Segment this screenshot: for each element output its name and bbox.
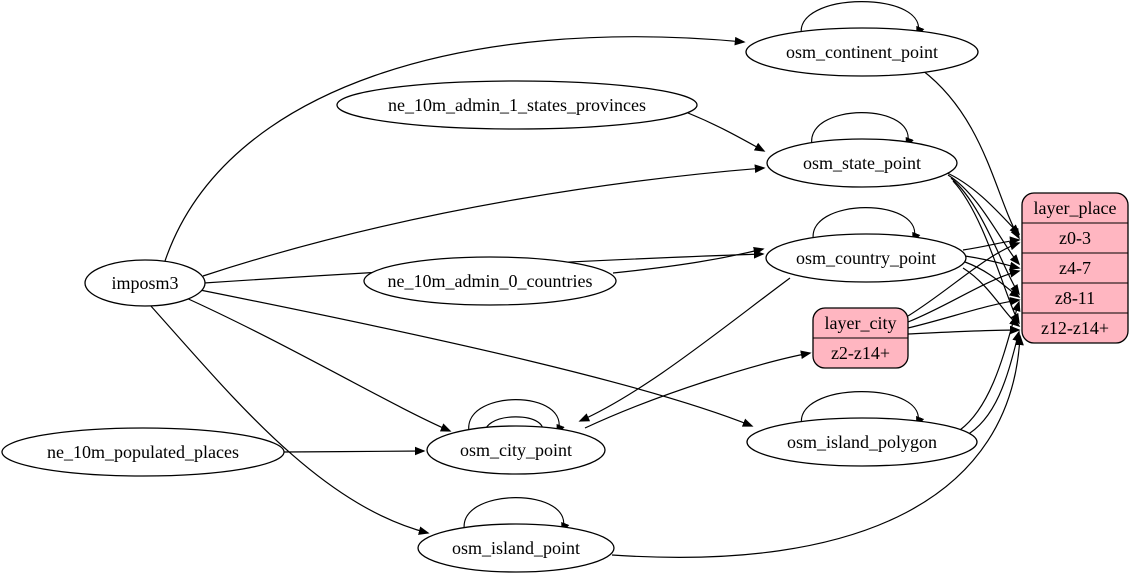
edge-osm_country_point-layer_place-p1 (964, 255, 1021, 271)
edge-osm_country_point-layer_place-p2 (964, 261, 1021, 298)
osm_country_point-shape (765, 233, 967, 283)
ne_10m_admin_0_countries-shape (363, 256, 617, 306)
edge-osm_city_point-layer_city-p0 (584, 350, 812, 429)
self-loop-osm_city_point (468, 399, 565, 436)
osm_country_point-label: osm_country_point (796, 248, 936, 268)
edge-osm_continent_point-layer_place-p0 (921, 69, 1020, 240)
ne_10m_admin_0_countries-label: ne_10m_admin_0_countries (388, 271, 593, 291)
nodes-layer: imposm3 ne_10m_admin_1_states_provincesne… (1, 27, 1129, 573)
osm_state_point-shape (766, 138, 958, 188)
osm_continent_point-shape (745, 27, 979, 77)
layer_city-row-z2-z14+: z2-z14+ (831, 343, 890, 363)
edge-osm_state_point-layer_place-p0 (944, 171, 1021, 236)
imposm3-shape (84, 259, 206, 307)
osm_island_point-shape (417, 523, 615, 573)
edge-layer_city-layer_place-p2 (907, 297, 1021, 329)
osm_city_point-shape (426, 425, 606, 475)
edge-osm_country_point-osm_city_point (578, 277, 791, 422)
osm_continent_point-label: osm_continent_point (786, 42, 938, 62)
layer_place-row-z4-7: z4-7 (1059, 258, 1091, 278)
edge-imposm3-osm_continent_point (164, 36, 746, 262)
edge-imposm3-osm_city_point (183, 296, 452, 432)
layer_city-title: layer_city (825, 313, 897, 333)
layer_place-row-z12-z14+: z12-z14+ (1041, 318, 1109, 338)
imposm3-label: imposm3 (111, 273, 178, 293)
edge-osm_country_point-layer_place-p3 (962, 267, 1021, 328)
node-layer_city: layer_city z2-z14+ (812, 307, 909, 369)
edge-ne_10m_populated_places-osm_city_point (283, 446, 426, 456)
node-osm_country_point: osm_country_point (765, 233, 967, 283)
edge-layer_city-layer_place-p3 (907, 325, 1021, 335)
osm_state_point-label: osm_state_point (803, 153, 921, 173)
node-osm_state_point: osm_state_point (766, 138, 958, 188)
edge-imposm3-osm_state_point (202, 164, 766, 277)
edge-imposm3-osm_island_polygon (199, 289, 754, 427)
node-ne_10m_admin_1_states_provinces: ne_10m_admin_1_states_provinces (336, 80, 698, 130)
edge-osm_island_point-layer_place-p3 (611, 334, 1024, 558)
ne_10m_admin_1_states_provinces-shape (336, 80, 698, 130)
layer_place-row-z8-11: z8-11 (1055, 288, 1095, 308)
node-imposm3: imposm3 (84, 259, 206, 307)
edge-osm_state_point-layer_place-p1 (947, 174, 1021, 266)
edge-imposm3-osm_island_point (149, 304, 430, 535)
node-layer_place: layer_place z0-3 z4-7 z8-11 z12-z14+ (1021, 192, 1129, 344)
edge-osm_island_polygon-layer_place-p3 (964, 330, 1021, 437)
ne_10m_populated_places-label: ne_10m_populated_places (47, 442, 239, 462)
osm_city_point-label: osm_city_point (460, 440, 572, 460)
self-loop-osm_continent_point (800, 1, 925, 38)
node-osm_island_polygon: osm_island_polygon (746, 417, 978, 467)
edge-osm_country_point-layer_place-p0 (962, 236, 1021, 251)
node-osm_city_point: osm_city_point (426, 425, 606, 475)
node-ne_10m_admin_0_countries: ne_10m_admin_0_countries (363, 256, 617, 306)
self-loop-osm_island_polygon (800, 391, 925, 428)
edge-ne_10m_admin_0_countries-osm_country_point (612, 246, 765, 274)
edge-osm_island_polygon-layer_place-p2 (959, 300, 1021, 431)
self-loop-osm_island_point (463, 497, 570, 534)
layer_place-title: layer_place (1034, 198, 1117, 218)
node-osm_continent_point: osm_continent_point (745, 27, 979, 77)
osm_island_point-label: osm_island_point (452, 538, 580, 558)
ne_10m_populated_places-shape (1, 427, 285, 477)
node-osm_island_point: osm_island_point (417, 523, 615, 573)
ne_10m_admin_1_states_provinces-label: ne_10m_admin_1_states_provinces (388, 95, 646, 115)
self-loop-osm_state_point (811, 112, 914, 149)
node-ne_10m_populated_places: ne_10m_populated_places (1, 427, 285, 477)
edges-layer (149, 1, 1024, 558)
edge-osm_state_point-layer_place-p2 (950, 177, 1020, 296)
self-loop-osm_country_point (812, 207, 921, 244)
osm_island_polygon-label: osm_island_polygon (787, 432, 937, 452)
edge-ne_10m_admin_1_states_provinces-osm_state_point (687, 112, 766, 152)
layer_place-row-z0-3: z0-3 (1059, 228, 1091, 248)
edge-layer_city-layer_place-p1 (907, 269, 1021, 323)
layer_place-shape (1021, 192, 1129, 344)
osm_island_polygon-shape (746, 417, 978, 467)
edge-layer_city-layer_place-p0 (907, 241, 1021, 317)
